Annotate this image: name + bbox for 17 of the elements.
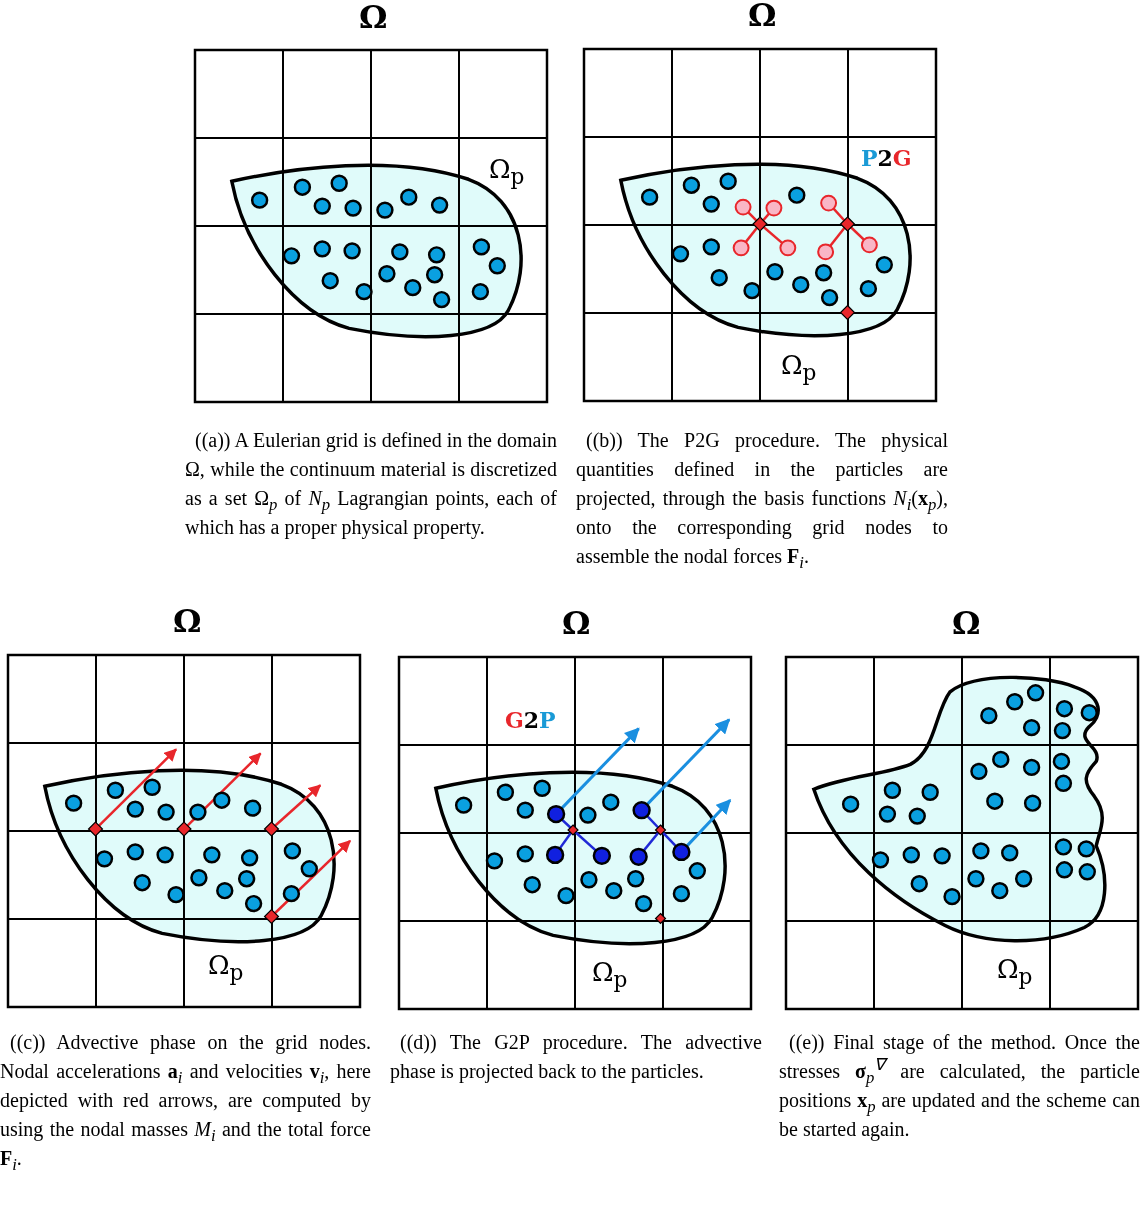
subdomain-symbol: Ω$_{p}$	[489, 154, 525, 190]
subdomain-symbol: Ω$_{p}$	[781, 350, 817, 386]
caption: ((b)) The P2G procedure. The physical quantities defined in the particles are projected, through the basis functions N$_{i}$(x$_{p}$), onto the corresponding grid nodes to assemble the nodal forces F$_{i}$.	[576, 428, 948, 571]
procedure-label: G2P	[505, 707, 556, 733]
subdomain-symbol: Ω$_{p}$	[592, 957, 628, 993]
subdomain-symbol: Ω$_{p}$	[208, 950, 244, 986]
caption: ((d)) The G2P procedure. The advective phase is projected back to the particles.	[390, 1030, 762, 1085]
caption: ((a)) A Eulerian grid is defined in the domain Ω, while the continuum material is discretized as a set Ω$_{p}$ of N$_{p}$ Lagrangian points, each of which has a proper physical property.	[185, 428, 557, 541]
domain-symbol: Ω	[173, 602, 202, 640]
subdomain-symbol: Ω$_{p}$	[997, 954, 1033, 990]
domain-symbol: Ω	[359, 0, 388, 36]
domain-symbol: Ω	[562, 604, 591, 642]
caption: ((c)) Advective phase on the grid nodes. Nodal accelerations a$_{i}$ and velocities v$_{i}$, here depicted with red arrows, are computed by using the nodal masses M$_{i}$ and the total force F$_{i}$.	[0, 1030, 371, 1173]
caption: ((e)) Final stage of the method. Once the stresses σ$_{p}$$^{∇}$ are calculated, the particle positions x$_{p}$ are updated and the scheme can be started again.	[779, 1030, 1140, 1143]
procedure-label: P2G	[861, 145, 912, 171]
domain-symbol: Ω	[952, 604, 981, 642]
domain-symbol: Ω	[748, 0, 777, 34]
